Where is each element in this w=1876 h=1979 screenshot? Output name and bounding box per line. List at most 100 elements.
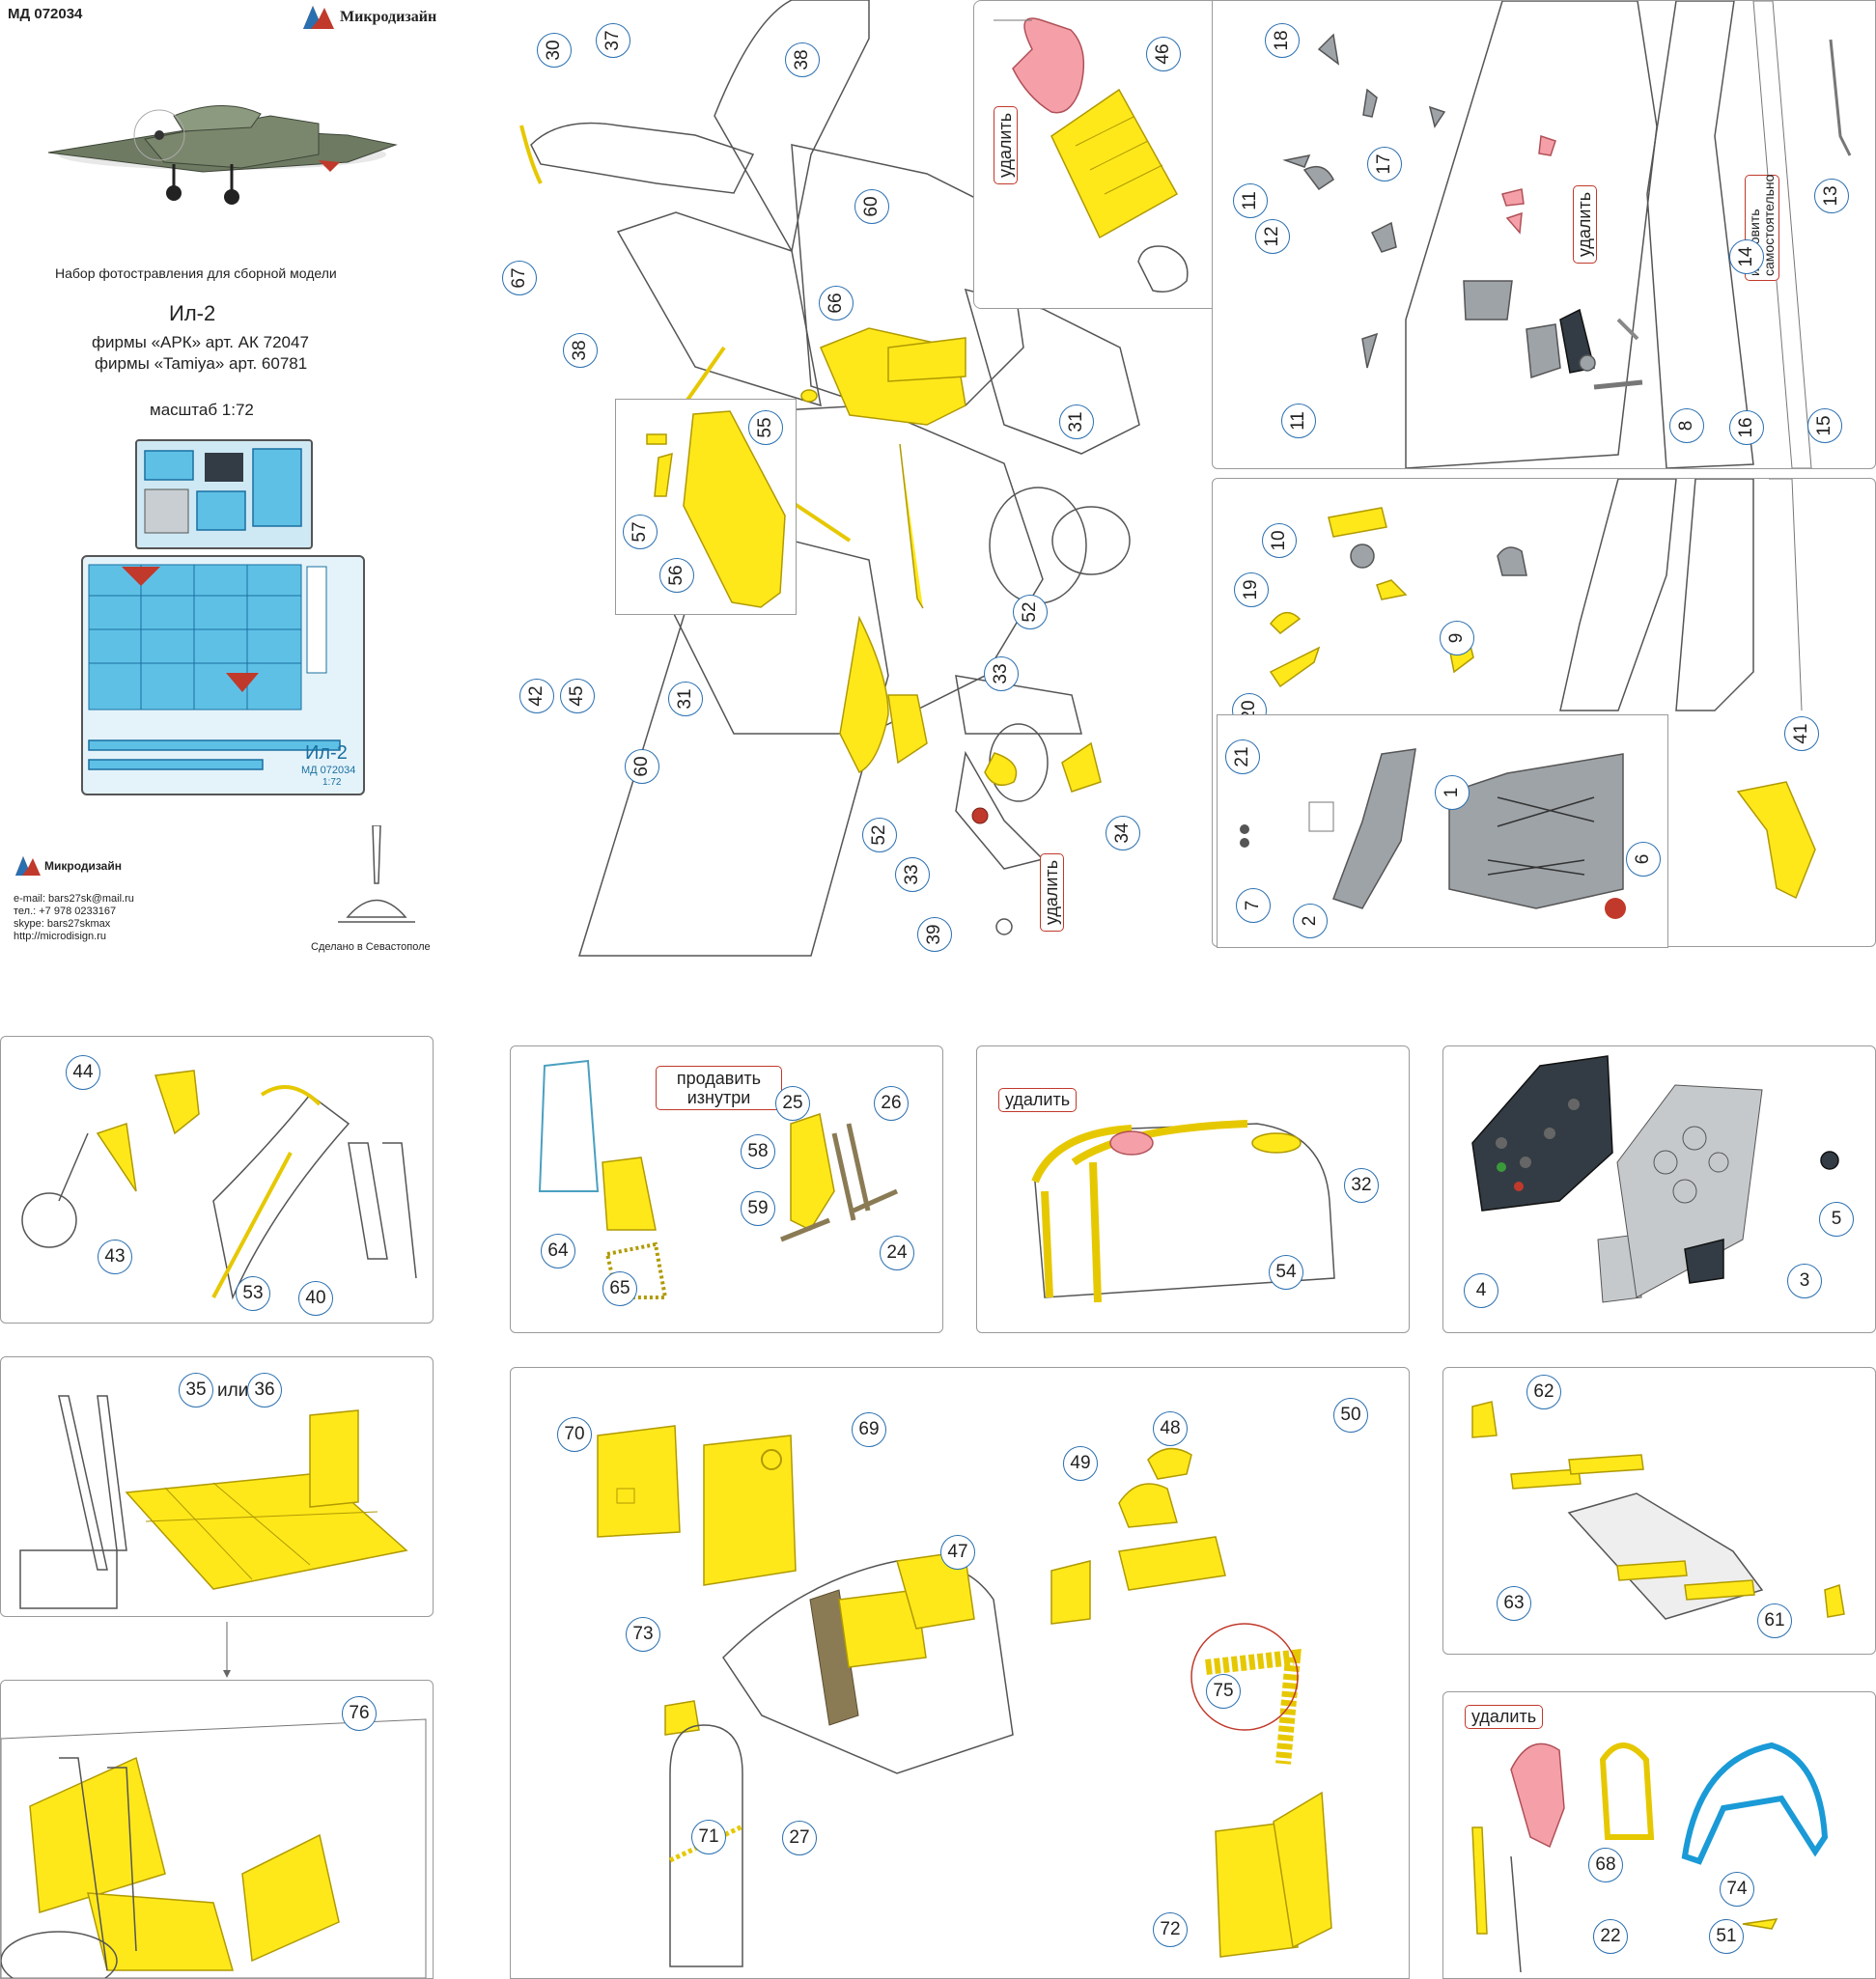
- kit-ark: фирмы «АРК» арт. АК 72047: [92, 333, 309, 351]
- callout-22: 22: [1593, 1919, 1628, 1954]
- callout-63: 63: [1497, 1586, 1531, 1621]
- logo-icon: [303, 6, 334, 29]
- callout-60-a: 60: [854, 189, 889, 224]
- callout-39: 39: [917, 917, 952, 952]
- callout-8: 8: [1669, 408, 1704, 443]
- press-inside-text: продавить изнутри: [676, 1069, 762, 1107]
- callout-71: 71: [691, 1820, 726, 1854]
- callout-27: 27: [782, 1821, 817, 1855]
- canopy-inset: удалить: [973, 0, 1238, 309]
- callout-72: 72: [1153, 1912, 1188, 1947]
- callout-53: 53: [236, 1276, 270, 1311]
- callout-1: 1: [1435, 775, 1470, 810]
- callout-14: 14: [1729, 239, 1764, 274]
- callout-66: 66: [819, 286, 854, 321]
- callout-55: 55: [748, 410, 783, 445]
- panel-fuel-tank: удалить: [976, 1045, 1410, 1333]
- panel-floor: или: [0, 1356, 434, 1617]
- callout-58: 58: [741, 1134, 775, 1169]
- callout-56: 56: [659, 558, 694, 593]
- note-remove-tank: удалить: [998, 1088, 1078, 1112]
- callout-73: 73: [626, 1617, 660, 1652]
- callout-31-a: 31: [1059, 404, 1094, 439]
- note-remove-levers: удалить: [1573, 184, 1597, 264]
- callout-42: 42: [519, 679, 554, 713]
- callout-33-a: 33: [984, 656, 1019, 691]
- callout-32: 32: [1344, 1168, 1379, 1203]
- fret-small: [135, 439, 313, 549]
- scale-label: масштаб 1:72: [150, 401, 254, 419]
- callout-51: 51: [1709, 1919, 1744, 1954]
- callout-17: 17: [1367, 147, 1402, 181]
- contact-logo: Микродизайн: [14, 854, 158, 879]
- contact-email: e-mail: bars27sk@mail.ru: [14, 893, 134, 905]
- panel-radio: [1217, 714, 1668, 948]
- callout-11-a: 11: [1233, 183, 1268, 218]
- note-press-inside: продавить изнутри: [656, 1066, 782, 1110]
- callout-38-a: 38: [785, 42, 820, 77]
- note-remove-seat: удалить: [1465, 1705, 1544, 1729]
- callout-68: 68: [1588, 1848, 1623, 1882]
- callout-75: 75: [1206, 1674, 1241, 1709]
- contact-phone: тел.: +7 978 0233167: [14, 906, 117, 917]
- part-41: [1728, 772, 1825, 907]
- callout-16: 16: [1729, 410, 1764, 445]
- callout-26: 26: [874, 1086, 909, 1121]
- model-name: Ил-2: [169, 301, 216, 325]
- panel-seat: продавить изнутри: [510, 1045, 943, 1333]
- callout-36: 36: [247, 1373, 282, 1408]
- callout-25: 25: [775, 1086, 810, 1121]
- callout-12: 12: [1255, 219, 1290, 254]
- brand-name: Микродизайн: [340, 9, 437, 25]
- note-remove-spinner: удалить: [1040, 852, 1064, 932]
- panel-canopy-frame: удалить: [1442, 1691, 1876, 1979]
- callout-7: 7: [1236, 888, 1271, 923]
- callout-30: 30: [537, 33, 572, 68]
- callout-2: 2: [1293, 904, 1328, 938]
- panel-cockpit: [510, 1367, 1410, 1979]
- contact-brand: Микродизайн: [44, 859, 122, 873]
- callout-6: 6: [1626, 842, 1661, 877]
- panel-55-inset: [615, 399, 797, 615]
- callout-49: 49: [1063, 1446, 1098, 1481]
- callout-15: 15: [1807, 408, 1842, 443]
- aircraft-photo: [29, 39, 415, 222]
- callout-38-b: 38: [563, 333, 598, 368]
- callout-57: 57: [623, 515, 658, 549]
- callout-40: 40: [298, 1281, 333, 1316]
- main-assembly: [502, 0, 1217, 965]
- callout-59: 59: [741, 1191, 775, 1226]
- brand-logo: Микродизайн: [299, 4, 444, 31]
- note-remove-canopy: удалить: [994, 105, 1018, 184]
- fret-code: МД 072034: [301, 765, 356, 776]
- contact-skype: skype: bars27skmax: [14, 918, 111, 930]
- callout-48: 48: [1153, 1411, 1188, 1446]
- callout-13: 13: [1814, 179, 1849, 213]
- callout-60-b: 60: [625, 749, 659, 784]
- made-in: Сделано в Севастополе: [311, 941, 431, 953]
- callout-37: 37: [596, 23, 630, 58]
- callout-4: 4: [1464, 1273, 1498, 1308]
- callout-44: 44: [66, 1055, 100, 1090]
- kit-tamiya: фирмы «Tamiya» арт. 60781: [95, 354, 308, 373]
- callout-61: 61: [1757, 1603, 1792, 1638]
- callout-31-b: 31: [668, 682, 703, 716]
- contact-web: http://microdisign.ru: [14, 931, 106, 942]
- callout-64: 64: [541, 1234, 575, 1268]
- callout-47: 47: [940, 1535, 975, 1570]
- callout-9: 9: [1440, 621, 1474, 655]
- callout-54: 54: [1269, 1255, 1303, 1290]
- callout-34: 34: [1106, 816, 1140, 850]
- callout-74: 74: [1720, 1872, 1754, 1907]
- kit-subtitle: Набор фотостравления для сборной модели: [55, 265, 337, 281]
- fret-label: Ил-2: [305, 742, 348, 764]
- callout-18: 18: [1265, 23, 1300, 58]
- callout-19: 19: [1234, 572, 1269, 607]
- callout-69: 69: [852, 1412, 886, 1447]
- callout-35: 35: [179, 1373, 213, 1408]
- or-label: или: [217, 1380, 249, 1401]
- callout-52-a: 52: [1013, 595, 1048, 629]
- callout-21: 21: [1225, 739, 1260, 774]
- panel-landing-gear: [0, 1036, 434, 1324]
- callout-67: 67: [502, 261, 537, 295]
